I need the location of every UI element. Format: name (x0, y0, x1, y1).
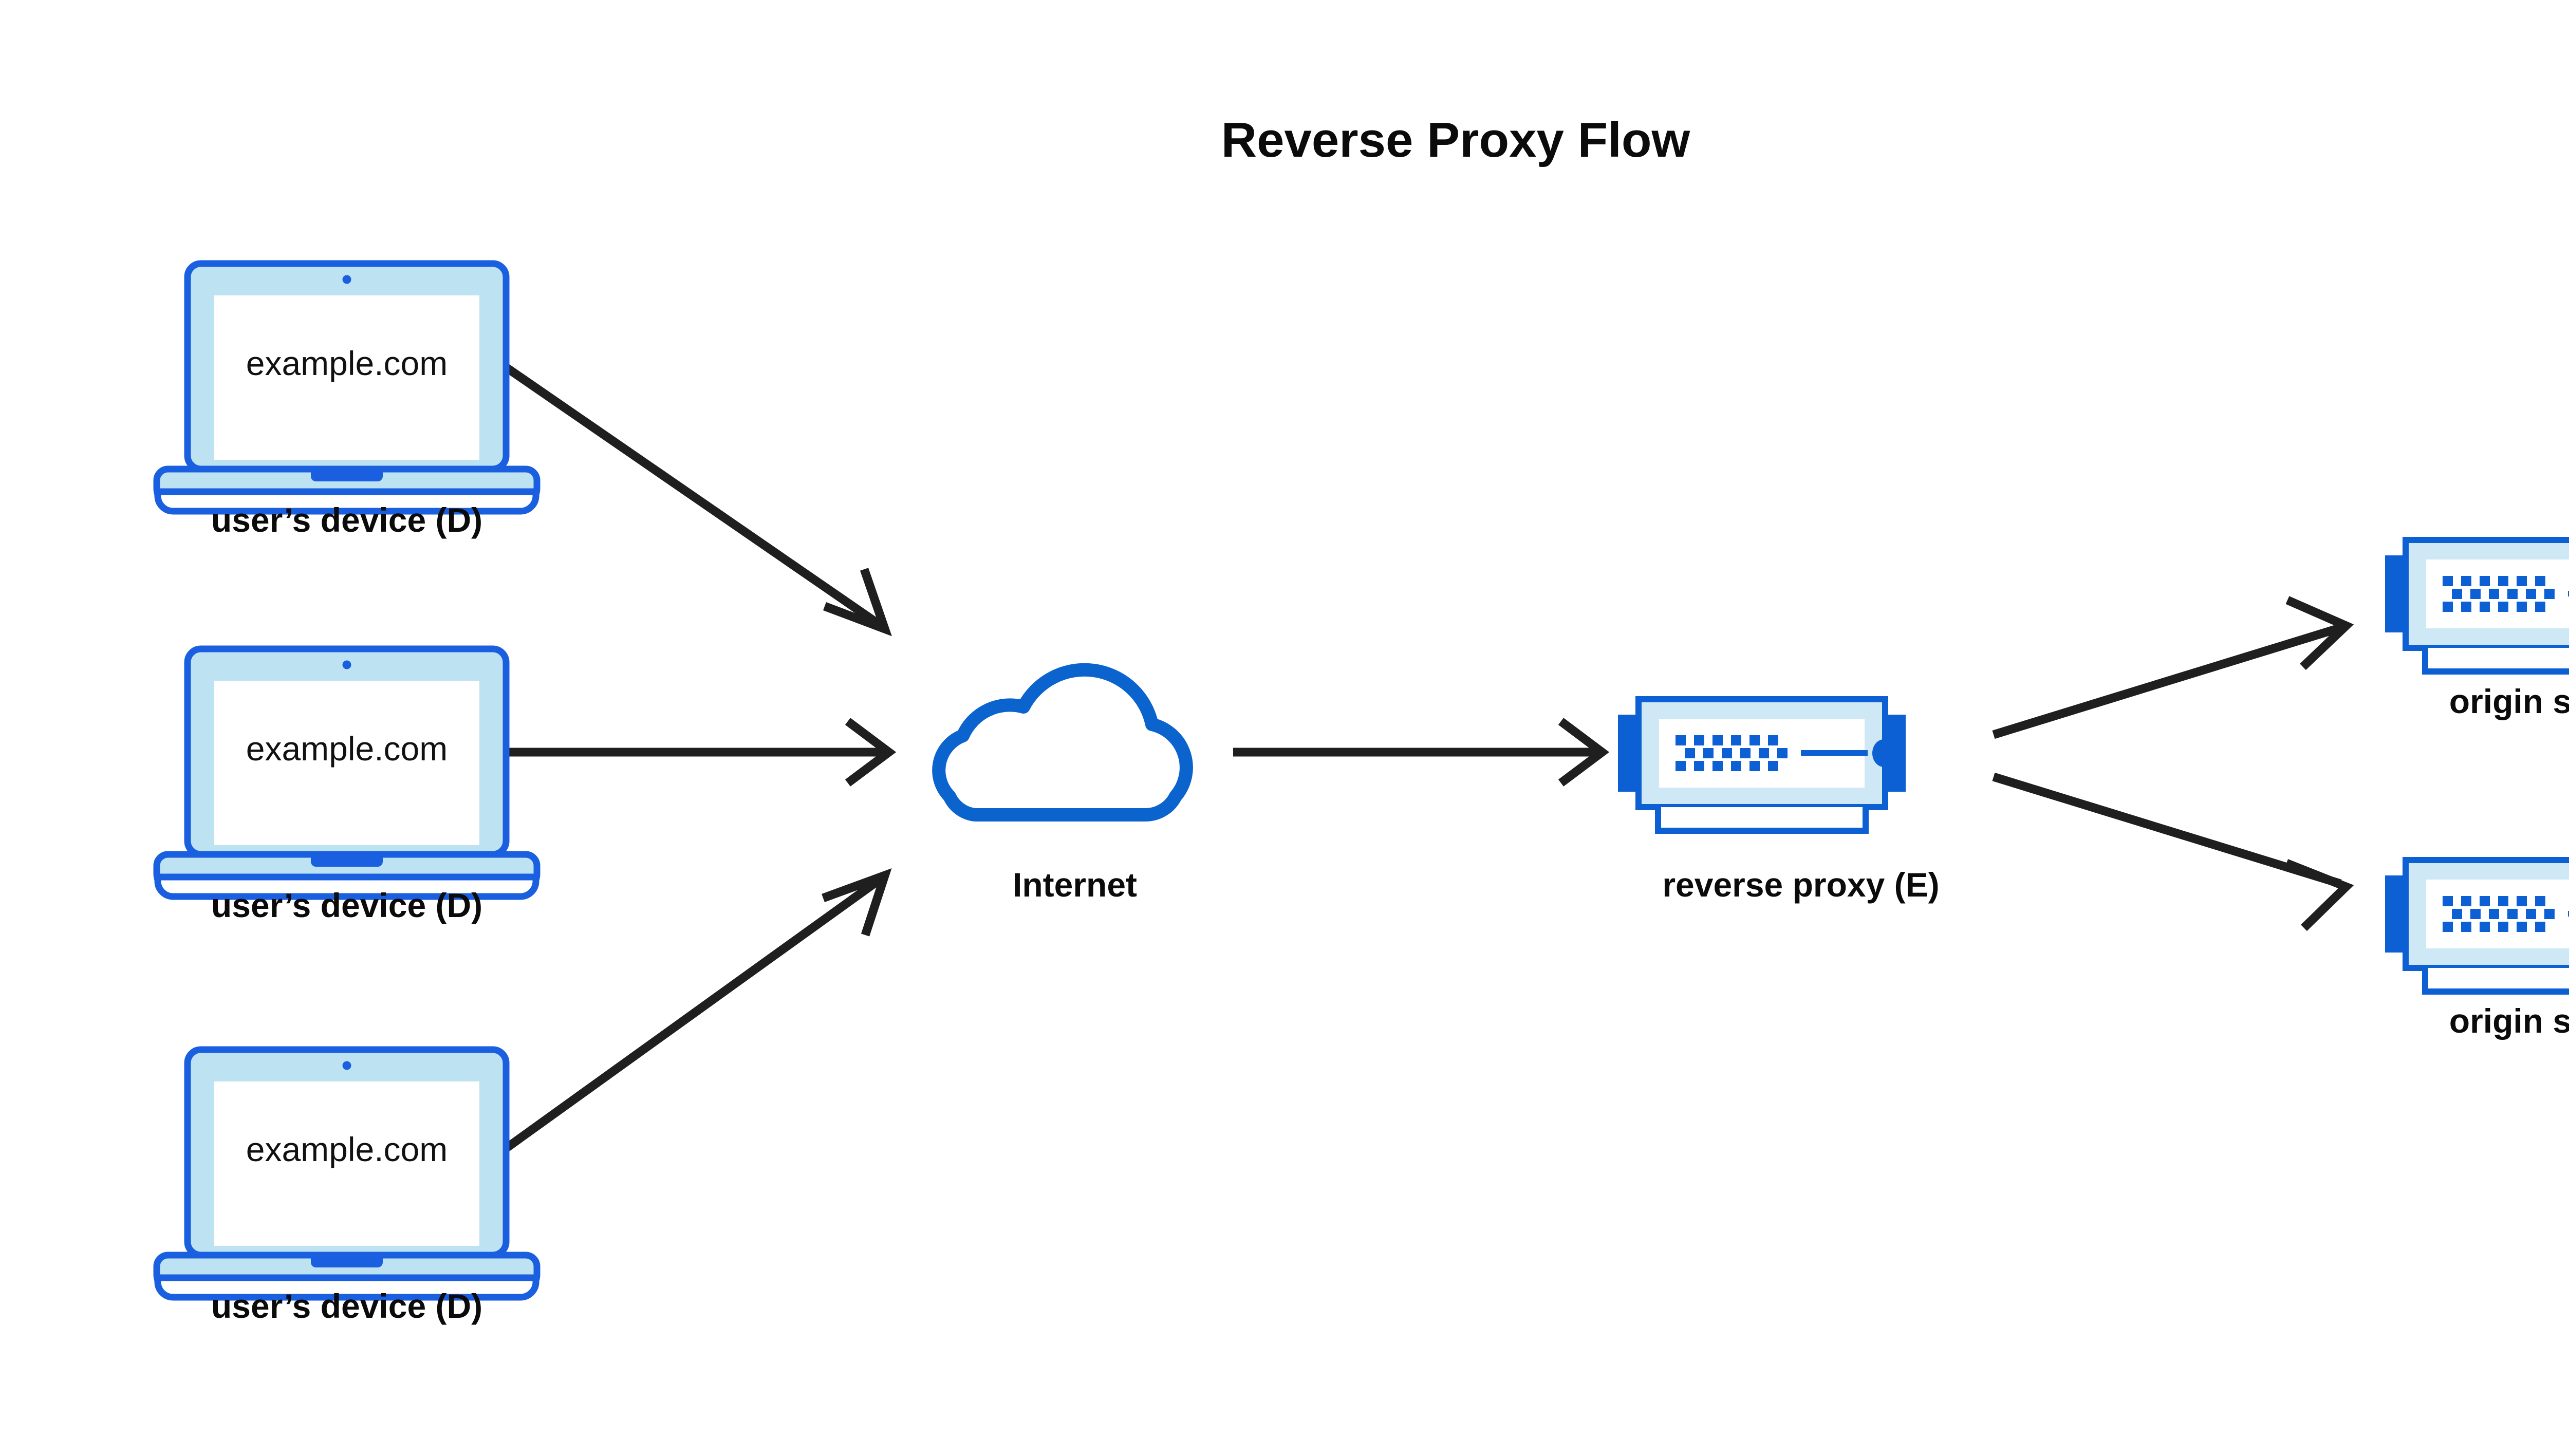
laptop-icon (157, 264, 537, 511)
node-label-origin-server-top: origin server (F) (2449, 682, 2569, 720)
edge-device-top-to-internet (504, 364, 892, 637)
laptop-screen-text: example.com (246, 1130, 448, 1168)
node-device-middle[interactable]: example.com user’s device (D) (157, 649, 537, 924)
server-icon (2385, 860, 2569, 992)
page-title: Reverse Proxy Flow (1221, 113, 1690, 167)
node-label-device-middle: user’s device (D) (211, 886, 482, 924)
edge-proxy-to-origin-top (1992, 596, 2354, 739)
node-reverse-proxy[interactable]: reverse proxy (E) (1618, 699, 1940, 904)
cloud-icon (939, 670, 1186, 815)
node-label-origin-server-bottom: origin server (F) (2449, 1002, 2569, 1040)
laptop-icon (157, 649, 537, 897)
node-internet[interactable]: Internet (939, 670, 1186, 904)
edge-proxy-to-origin-bottom (1992, 772, 2354, 931)
edge-internet-to-proxy (1233, 718, 1610, 787)
edge-device-bottom-to-internet (504, 868, 892, 1152)
node-origin-server-top[interactable]: origin server (F) (2385, 540, 2569, 720)
node-origin-server-bottom[interactable]: origin server (F) (2385, 860, 2569, 1040)
edge-layer (502, 364, 2354, 1152)
node-device-bottom[interactable]: example.com user’s device (D) (157, 1050, 537, 1325)
node-label-reverse-proxy: reverse proxy (E) (1662, 866, 1939, 904)
node-label-device-top: user’s device (D) (211, 501, 482, 539)
server-icon (1618, 699, 1906, 831)
server-icon (2385, 540, 2569, 671)
node-label-device-bottom: user’s device (D) (211, 1287, 482, 1325)
laptop-screen-text: example.com (246, 344, 448, 382)
node-label-internet: Internet (1013, 866, 1137, 904)
laptop-screen-text: example.com (246, 730, 448, 768)
node-device-top[interactable]: example.com user’s device (D) (157, 264, 537, 539)
edge-device-middle-to-internet (502, 718, 897, 787)
laptop-icon (157, 1050, 537, 1297)
